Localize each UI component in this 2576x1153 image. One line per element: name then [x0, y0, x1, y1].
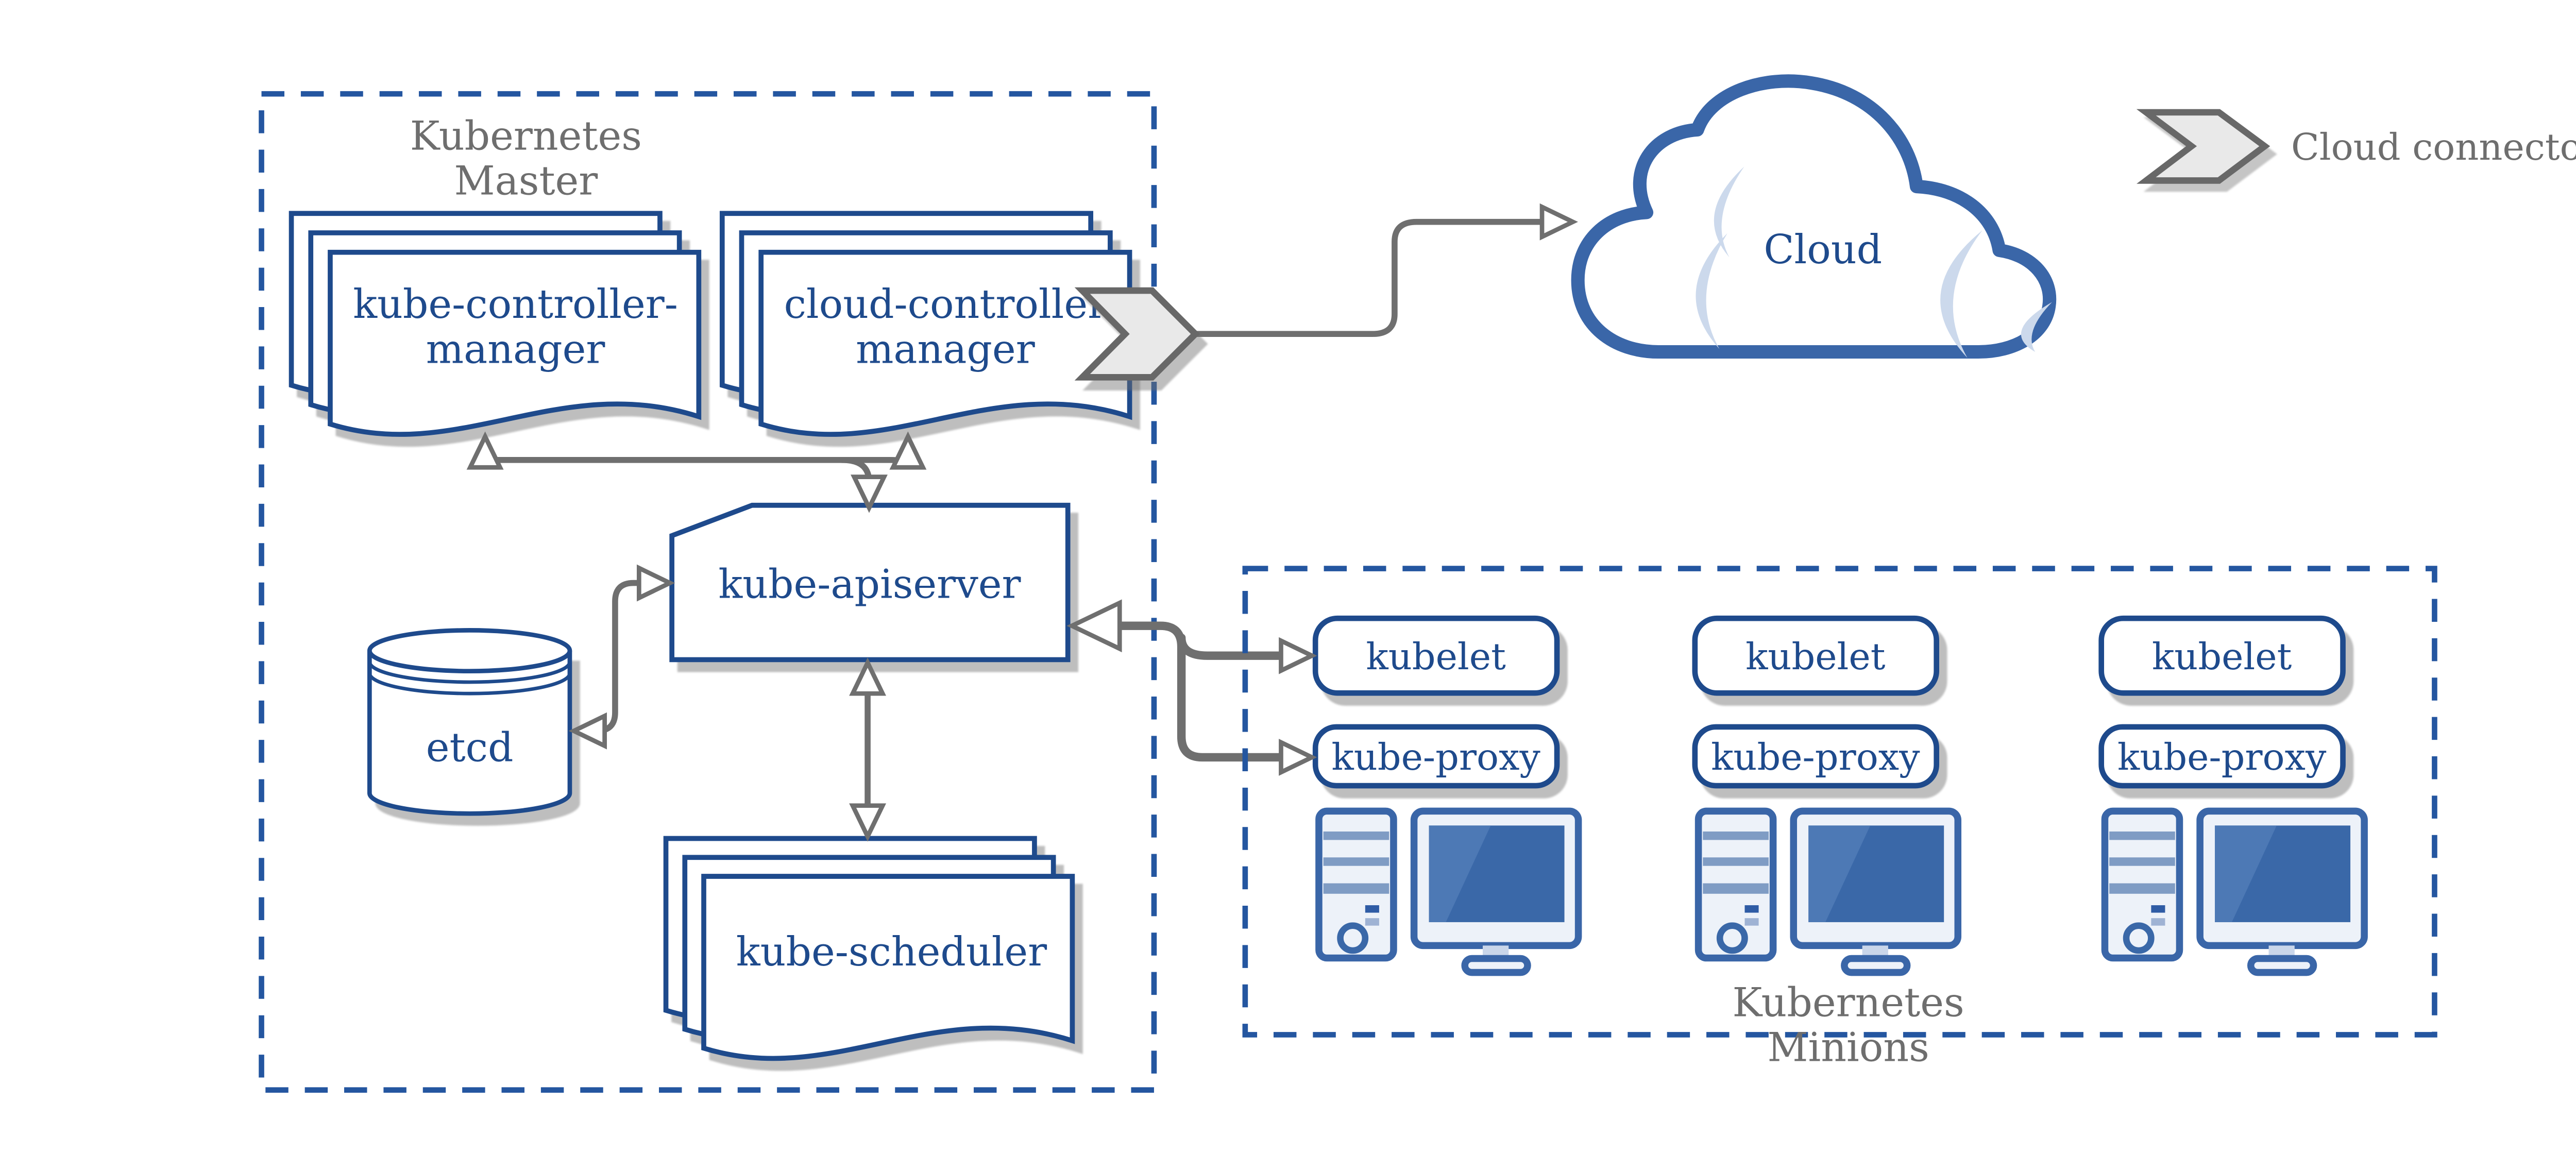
- edge-connector-to-cloud: [1192, 218, 1546, 337]
- kube-proxy-box: [2098, 724, 2346, 789]
- node-cloud: Cloud: [1571, 74, 2057, 359]
- kube-apiserver-label: kube-apiserver: [718, 562, 1021, 608]
- kubernetes-minions-boundary: [1242, 566, 2437, 1038]
- master-label-line2: Master: [454, 158, 598, 205]
- legend-cloud-connector: Cloud connector: [2136, 109, 2576, 184]
- arrowhead-icon: [1281, 641, 1312, 671]
- minion-node-1: kubelet kube-proxy: [1312, 615, 1579, 972]
- kube-controller-manager-label-line2: manager: [426, 326, 605, 372]
- workstation-icon: [2105, 811, 2364, 972]
- cloud-connector-chevron-icon: [2136, 109, 2270, 184]
- kubelet-label: kubelet: [2152, 635, 2292, 678]
- arrowhead-icon: [1281, 742, 1312, 772]
- workstation-icon: [1699, 811, 1958, 972]
- kube-proxy-label: kube-proxy: [1331, 736, 1540, 778]
- kubelet-box: [1312, 615, 1560, 696]
- node-etcd: etcd: [367, 628, 572, 816]
- workstation-icon: [1319, 811, 1579, 972]
- arrowhead-icon: [1542, 207, 1573, 237]
- cloud-controller-manager-label-line1: cloud-controller: [784, 281, 1107, 328]
- kube-proxy-box: [1692, 724, 1940, 789]
- kubernetes-master-boundary: [259, 91, 1157, 1093]
- cloud-connector-chevron-icon: [1074, 287, 1200, 381]
- cloud-label: Cloud: [1764, 227, 1882, 273]
- legend-label: Cloud connector: [2291, 126, 2576, 168]
- node-cloud-controller-manager: cloud-controller manager: [722, 213, 1130, 434]
- cylinder-ring: [367, 661, 572, 684]
- cloud-shade: [1940, 230, 1982, 358]
- kube-proxy-label: kube-proxy: [1711, 736, 1920, 778]
- master-label-line1: Kubernetes: [410, 113, 642, 160]
- etcd-label: etcd: [426, 725, 514, 771]
- arrowhead-icon: [853, 663, 883, 693]
- node-kube-scheduler: kube-scheduler: [666, 839, 1073, 1059]
- kube-proxy-label: kube-proxy: [2117, 736, 2327, 778]
- kube-proxy-box: [1312, 724, 1560, 789]
- minion-node-3: kubelet kube-proxy: [2098, 615, 2364, 972]
- minions-label-line2: Minions: [1767, 1025, 1929, 1071]
- cylinder-ring: [367, 673, 572, 696]
- arrowhead-icon: [893, 436, 923, 467]
- cloud-shade: [1696, 233, 1727, 349]
- cloud-shade: [2021, 302, 2052, 352]
- node-kube-apiserver: kube-apiserver: [669, 502, 1071, 663]
- arrowhead-icon: [853, 806, 883, 837]
- kube-controller-manager-label-line1: kube-controller-: [353, 281, 678, 328]
- arrowhead-icon: [574, 716, 605, 746]
- kubelet-label: kubelet: [1745, 635, 1886, 678]
- minions-label-line1: Kubernetes: [1732, 980, 1964, 1026]
- arrowhead-icon: [639, 568, 670, 598]
- cloud-controller-manager-label-line2: manager: [856, 326, 1035, 372]
- kube-scheduler-label: kube-scheduler: [736, 929, 1047, 975]
- kubelet-label: kubelet: [1366, 635, 1506, 678]
- database-cylinder-top: [367, 628, 572, 674]
- card-shape-icon: [669, 502, 1071, 663]
- minion-node-2: kubelet kube-proxy: [1692, 615, 1958, 972]
- cloud-shade: [1714, 166, 1744, 258]
- edge-apiserver-etcd: [596, 580, 646, 734]
- cloud-shape-icon: [1571, 74, 2057, 359]
- kubelet-box: [2098, 615, 2346, 696]
- edge-apiserver-kubelet: [1177, 633, 1285, 660]
- kubelet-box: [1692, 615, 1940, 696]
- edge-apiserver-kubeproxy: [1111, 621, 1285, 762]
- arrowhead-icon: [470, 436, 500, 467]
- arrowhead-icon: [1072, 603, 1120, 649]
- node-kube-controller-manager: kube-controller- manager: [292, 213, 699, 434]
